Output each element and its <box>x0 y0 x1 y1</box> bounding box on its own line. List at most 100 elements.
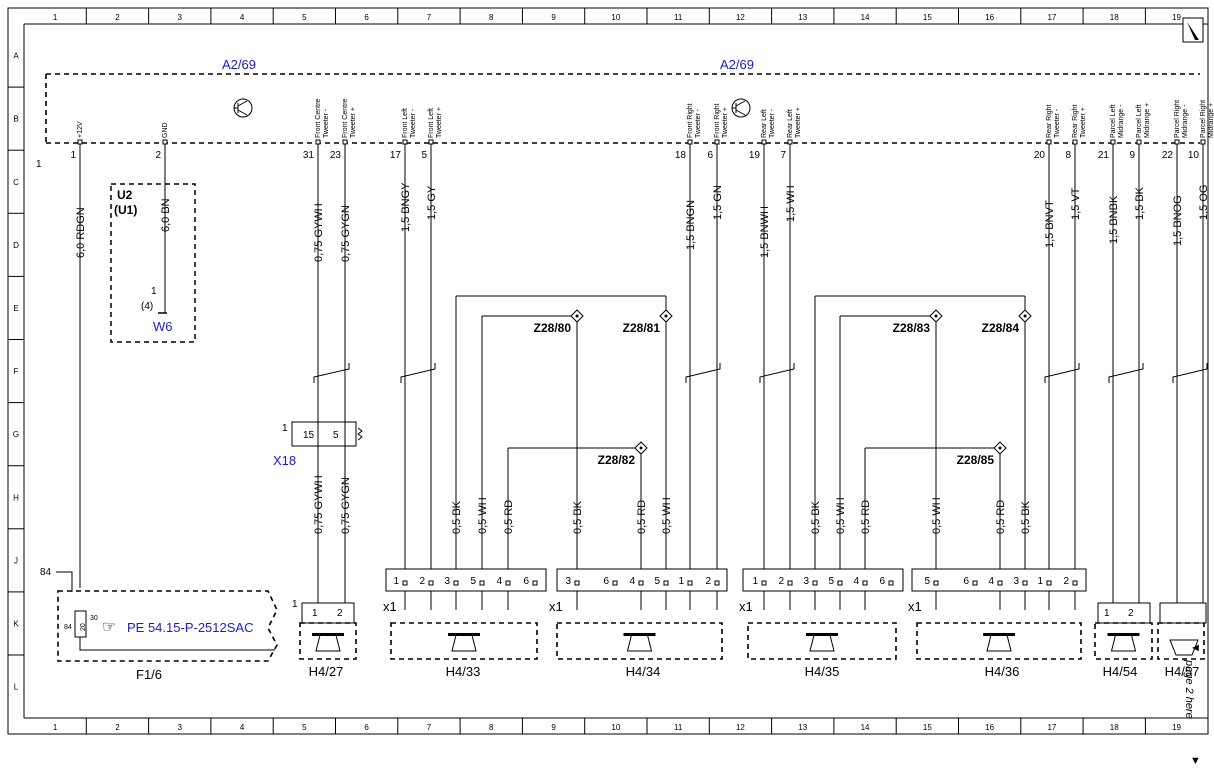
pin-name: GND <box>162 122 169 138</box>
wire-color-label: 0,5 BK <box>810 500 822 534</box>
transistor-icon <box>233 98 253 118</box>
connector-block <box>385 568 547 592</box>
pin-name: Front CentreTweeter + <box>342 99 357 138</box>
splice-label[interactable]: Z28/80 <box>534 321 572 335</box>
fuse-box <box>57 590 278 662</box>
pin-terminal <box>1046 139 1052 145</box>
connector-pin: 2 <box>1063 576 1069 587</box>
connector-pin: 3 <box>803 576 809 587</box>
speaker-box <box>916 622 1082 660</box>
pin-terminal <box>787 580 793 586</box>
grid-column-label: 17 <box>1047 13 1056 22</box>
grid-column-label: 11 <box>674 13 683 22</box>
speaker-label[interactable]: H4/57 <box>1165 664 1200 679</box>
speaker-label[interactable]: H4/35 <box>805 664 840 679</box>
twist-marker <box>759 363 795 383</box>
pin-terminal <box>1072 580 1078 586</box>
pin-terminal <box>714 139 720 145</box>
grid-column-label: 8 <box>489 723 494 732</box>
connector-pin: 4 <box>496 576 502 587</box>
speaker-label[interactable]: H4/36 <box>985 664 1020 679</box>
pin-number: 20 <box>1034 150 1046 161</box>
ground-module-alt: (U1) <box>114 203 137 217</box>
pencil-icon[interactable] <box>1182 17 1204 43</box>
ground-point-w6[interactable]: W6 <box>153 319 173 334</box>
connector-pin: 1 <box>312 608 318 619</box>
fuse-pin-top: 84 <box>40 567 52 578</box>
speaker-box <box>747 622 897 660</box>
pin-terminal <box>453 580 459 586</box>
splice-label[interactable]: Z28/82 <box>598 453 636 467</box>
connector-side: 1 <box>292 599 298 610</box>
speaker-label[interactable]: H4/27 <box>309 664 344 679</box>
x18-label[interactable]: X18 <box>273 453 296 468</box>
pin-number: 2 <box>155 150 161 161</box>
speaker-label[interactable]: H4/34 <box>626 664 661 679</box>
pin-number: 21 <box>1098 150 1110 161</box>
fuse-label: F1/6 <box>136 667 162 682</box>
splice-label[interactable]: Z28/83 <box>893 321 931 335</box>
x18-pin-a: 15 <box>303 430 315 441</box>
module-label-right[interactable]: A2/69 <box>720 57 754 72</box>
pin-terminal <box>687 139 693 145</box>
speaker-cone <box>312 633 344 636</box>
arrow-left-icon[interactable]: ◄ <box>1190 642 1201 654</box>
grid-column-label: 11 <box>674 723 683 732</box>
wire-color-label: 0,5 BK <box>572 500 584 534</box>
grid-row-label: J <box>14 556 18 565</box>
connector-x1-label: x1 <box>739 599 753 614</box>
wire-color-label: 0,5 RD <box>503 500 515 534</box>
grid-column-label: 9 <box>551 723 556 732</box>
grid-column-label: 15 <box>923 13 932 22</box>
pin-terminal <box>574 580 580 586</box>
splice-label[interactable]: Z28/84 <box>982 321 1020 335</box>
pin-terminal <box>972 580 978 586</box>
pin-name: Rear RightTweeter - <box>1046 104 1061 138</box>
pin-terminal <box>342 139 348 145</box>
pin-terminal <box>933 580 939 586</box>
fuse-wire <box>79 637 275 651</box>
next-page-link[interactable]: page 2 here <box>1183 659 1195 719</box>
speaker-cone <box>448 633 480 636</box>
grid-column-label: 4 <box>240 723 245 732</box>
grid-column-label: 4 <box>240 13 245 22</box>
module-label-left[interactable]: A2/69 <box>222 57 256 72</box>
grid-column-label: 15 <box>923 723 932 732</box>
pin-terminal <box>888 580 894 586</box>
grid-column-label: 19 <box>1172 723 1181 732</box>
connector-pin: 2 <box>778 576 784 587</box>
speaker-cone <box>983 633 1015 636</box>
wire-color-label: 1,5 BNGY <box>400 182 412 232</box>
grid-column-label: 9 <box>551 13 556 22</box>
connector-pin: 4 <box>629 576 635 587</box>
speaker-label[interactable]: H4/54 <box>1103 664 1138 679</box>
speaker-box <box>556 622 723 660</box>
wire-color-label: 6,0 RDGN <box>75 207 87 258</box>
pin-name: Parcel RightMidrange - <box>1174 100 1189 138</box>
grid-column-label: 13 <box>798 13 807 22</box>
x18-pin-b: 5 <box>333 430 339 441</box>
grid-row-label: E <box>13 304 18 313</box>
splice-label[interactable]: Z28/81 <box>623 321 661 335</box>
pin-terminal <box>687 580 693 586</box>
arrow-down-icon[interactable]: ▼ <box>1190 755 1201 767</box>
speaker-icon <box>1169 639 1199 656</box>
pin-terminal <box>787 139 793 145</box>
pin-number: 22 <box>1162 150 1174 161</box>
pin-number: 17 <box>390 150 402 161</box>
speaker-label[interactable]: H4/33 <box>446 664 481 679</box>
grid-column-label: 5 <box>302 723 307 732</box>
splice-dot <box>998 446 1002 450</box>
pin-name: Parcel RightMidrange + <box>1200 100 1214 138</box>
connector-x1-label: x1 <box>908 599 922 614</box>
pin-name: +12V <box>77 121 84 138</box>
splice-label[interactable]: Z28/85 <box>957 453 995 467</box>
connector-pin: 1 <box>1104 608 1110 619</box>
connector-pin: 4 <box>853 576 859 587</box>
grid-column-label: 16 <box>985 723 994 732</box>
fuse-reference-link[interactable]: PE 54.15-P-2512SAC <box>127 620 253 635</box>
wire-color-label: 1,5 VT <box>1070 187 1082 220</box>
wire-color-label: 0,75 GYGN <box>340 477 352 534</box>
pin-name: Front LeftTweeter - <box>402 108 417 138</box>
